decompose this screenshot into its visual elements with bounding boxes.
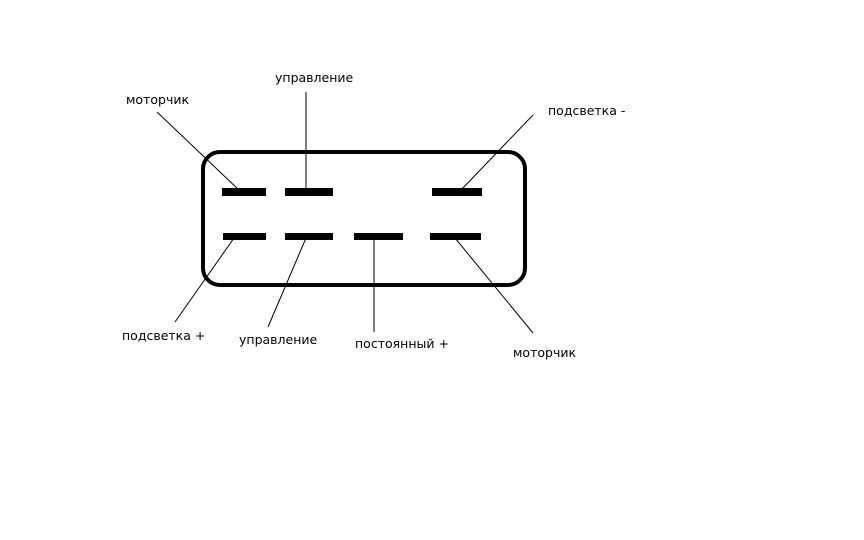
leader-line-top-right xyxy=(460,114,534,191)
label-bottom-right: моторчик xyxy=(513,345,576,360)
pin-bottom-4 xyxy=(430,233,481,240)
label-top-left: моторчик xyxy=(126,92,189,107)
label-top-center: управление xyxy=(275,70,354,85)
connector-housing xyxy=(201,150,527,287)
label-top-right: подсветка - xyxy=(548,103,625,118)
leader-line-bottom-left xyxy=(174,237,235,323)
pin-top-2 xyxy=(285,188,333,196)
pin-top-1 xyxy=(222,188,266,196)
leader-line-bottom-center-left xyxy=(267,237,307,328)
pin-bottom-3 xyxy=(354,233,403,240)
label-bottom-left: подсветка + xyxy=(122,328,205,343)
label-bottom-center-left: управление xyxy=(239,332,318,347)
pin-bottom-1 xyxy=(223,233,266,240)
leader-line-top-left xyxy=(156,111,241,192)
leader-line-bottom-right xyxy=(454,237,534,334)
pin-top-4 xyxy=(432,188,482,196)
pin-bottom-2 xyxy=(285,233,333,240)
label-bottom-center-right: постоянный + xyxy=(355,336,449,351)
